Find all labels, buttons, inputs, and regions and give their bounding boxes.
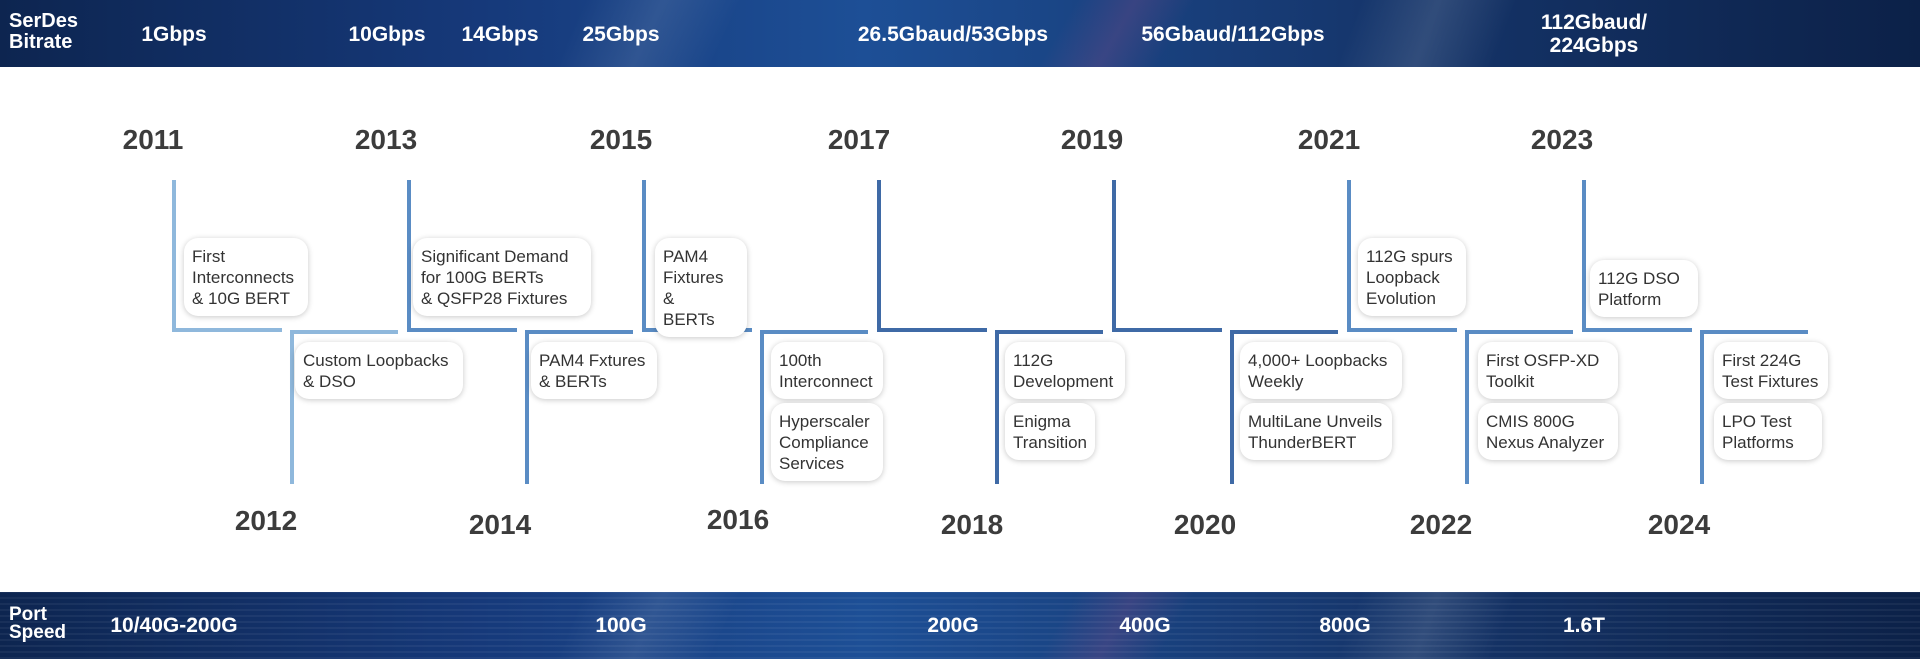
- timeline-stem-bottom: [290, 330, 294, 484]
- milestone-note: 112G Development: [1005, 342, 1125, 399]
- timeline-stem-bottom: [995, 330, 999, 484]
- milestone-note: First OSFP-XD Toolkit: [1478, 342, 1618, 399]
- milestone-note: MultiLane Unveils ThunderBERT: [1240, 403, 1392, 460]
- year-label-bottom: 2024: [1647, 509, 1711, 540]
- year-label-top: 2015: [589, 124, 653, 155]
- port-speed-100g: 100G: [595, 614, 647, 637]
- port-speed-1-6t: 1.6T: [1562, 614, 1606, 637]
- port-title-line2: Speed: [9, 622, 67, 643]
- milestone-note: Hyperscaler Compliance Services: [771, 403, 883, 481]
- milestone-note: PAM4 Fxtures & BERTs: [531, 342, 657, 399]
- serdes-title-line1: SerDes: [9, 10, 78, 32]
- milestone-note: 100th Interconnect: [771, 342, 883, 399]
- port-speed-band: Port Speed 10/40G-200G 100G 200G 400G 80…: [0, 592, 1920, 659]
- year-label-bottom: 2022: [1409, 509, 1473, 540]
- milestone-note: Custom Loopbacks & DSO: [295, 342, 463, 399]
- timeline-stem-bottom: [525, 330, 529, 484]
- year-label-bottom: 2018: [940, 509, 1004, 540]
- timeline-stem-bottom: [1230, 330, 1234, 484]
- timeline-arm-top: [172, 328, 282, 332]
- serdes-title: SerDes Bitrate: [9, 11, 78, 52]
- port-title-line1: Port: [9, 604, 47, 625]
- timeline-stem-bottom: [1700, 330, 1704, 484]
- timeline-stem-top: [1112, 180, 1116, 332]
- serdes-rate-1g: 1Gbps: [141, 23, 207, 46]
- timeline-arm-bottom: [525, 330, 633, 334]
- milestone-note: 112G spurs Loopback Evolution: [1358, 238, 1466, 316]
- timeline-arm-top: [877, 328, 987, 332]
- serdes-rate-224g: 112Gbaud/ 224Gbps: [1540, 11, 1648, 57]
- year-label-top: 2023: [1530, 124, 1594, 155]
- timeline-arm-top: [1582, 328, 1692, 332]
- timeline-arm-bottom: [290, 330, 398, 334]
- milestone-note: First 224G Test Fixtures: [1714, 342, 1828, 399]
- serdes-rate-112g: 56Gbaud/112Gbps: [1141, 23, 1325, 46]
- milestone-note: First Interconnects & 10G BERT: [184, 238, 308, 316]
- milestone-note: PAM4 Fixtures & BERTs: [655, 238, 747, 337]
- year-label-top: 2011: [122, 124, 184, 155]
- timeline-stem-top: [642, 180, 646, 332]
- milestone-note: 4,000+ Loopbacks Weekly: [1240, 342, 1402, 399]
- serdes-rate-14g: 14Gbps: [461, 23, 539, 46]
- milestone-note: Enigma Transition: [1005, 403, 1095, 460]
- milestone-note: Significant Demand for 100G BERTs & QSFP…: [413, 238, 591, 316]
- year-label-top: 2013: [354, 124, 418, 155]
- timeline-stem-bottom: [1465, 330, 1469, 484]
- timeline-stem-top: [1347, 180, 1351, 332]
- timeline-arm-top: [1347, 328, 1457, 332]
- timeline-arm-bottom: [760, 330, 868, 334]
- year-label-bottom: 2014: [468, 509, 532, 540]
- timeline-arm-bottom: [995, 330, 1103, 334]
- timeline-stem-top: [407, 180, 411, 332]
- serdes-rate-10g: 10Gbps: [348, 23, 426, 46]
- year-label-top: 2017: [827, 124, 891, 155]
- milestone-note: 112G DSO Platform: [1590, 260, 1698, 317]
- timeline-arm-bottom: [1230, 330, 1338, 334]
- port-speed-400g: 400G: [1119, 614, 1171, 637]
- port-speed-200g: 200G: [927, 614, 979, 637]
- timeline-stem-top: [1582, 180, 1586, 332]
- timeline-arm-top: [407, 328, 517, 332]
- serdes-bitrate-band: SerDes Bitrate 1Gbps 10Gbps 14Gbps 25Gbp…: [0, 0, 1920, 67]
- year-label-bottom: 2012: [234, 505, 298, 536]
- serdes-rate-25g: 25Gbps: [582, 23, 660, 46]
- port-speed-800g: 800G: [1319, 614, 1371, 637]
- year-label-bottom: 2020: [1173, 509, 1237, 540]
- milestone-note: CMIS 800G Nexus Analyzer: [1478, 403, 1618, 460]
- year-label-top: 2021: [1297, 124, 1361, 155]
- timeline-stem-top: [877, 180, 881, 332]
- timeline-arm-bottom: [1465, 330, 1573, 334]
- port-speed-200g-range: 10/40G-200G: [110, 614, 238, 637]
- timeline-stem-top: [172, 180, 176, 332]
- timeline-stem-bottom: [760, 330, 764, 484]
- serdes-title-line2: Bitrate: [9, 31, 73, 53]
- timeline-arm-top: [1112, 328, 1222, 332]
- port-title: Port Speed: [9, 604, 67, 643]
- timeline-arm-bottom: [1700, 330, 1808, 334]
- year-label-bottom: 2016: [706, 504, 770, 535]
- year-label-top: 2019: [1060, 124, 1124, 155]
- milestone-note: LPO Test Platforms: [1714, 403, 1822, 460]
- serdes-rate-53g: 26.5Gbaud/53Gbps: [857, 23, 1049, 46]
